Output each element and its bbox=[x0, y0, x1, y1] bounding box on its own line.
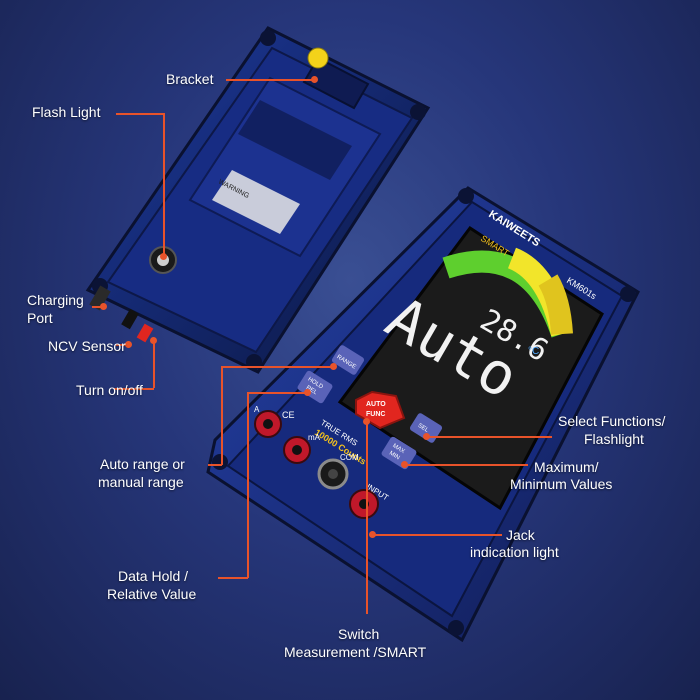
ncv-sensor bbox=[121, 308, 139, 330]
max-min-button[interactable]: MAX MIN bbox=[380, 436, 417, 471]
turn-on-off-label: Turn on/off bbox=[76, 382, 143, 398]
min-button-label: MIN bbox=[388, 450, 401, 461]
jack-com[interactable]: COM bbox=[317, 453, 359, 490]
multimeter-back-view: WARNING bbox=[85, 26, 431, 374]
jack-input[interactable]: INPUT bbox=[349, 482, 390, 519]
jack-ma-label: mA bbox=[308, 433, 321, 442]
max-button-label: MAX bbox=[391, 443, 405, 455]
auto-button-label: AUTO bbox=[366, 401, 386, 408]
power-switch bbox=[136, 323, 154, 343]
jack-ma[interactable]: mA bbox=[283, 433, 321, 464]
jack-com-label: COM bbox=[340, 453, 359, 462]
display-temp-unit: °C bbox=[528, 346, 539, 357]
bracket-label: Bracket bbox=[166, 71, 214, 87]
rel-button-label: REL bbox=[305, 385, 319, 397]
charging-port bbox=[89, 285, 111, 311]
jack-a[interactable]: A bbox=[254, 405, 282, 438]
sel-button[interactable]: SEL bbox=[409, 412, 443, 444]
ncv-sensor-label: NCV Sensor bbox=[48, 338, 126, 354]
multimeter-front-view: 28.6 Auto °C KAIWEETS KM601s SMART RANGE… bbox=[206, 186, 640, 643]
hold-rel-button[interactable]: HOLD REL bbox=[296, 370, 333, 405]
flash-light-label: Flash Light bbox=[32, 104, 101, 120]
ce-mark: CE bbox=[282, 410, 295, 420]
func-button-label: FUNC bbox=[366, 411, 385, 418]
jack-a-label: A bbox=[254, 405, 260, 414]
sel-button-label: SEL bbox=[417, 423, 430, 434]
range-button[interactable]: RANGE bbox=[331, 344, 365, 376]
